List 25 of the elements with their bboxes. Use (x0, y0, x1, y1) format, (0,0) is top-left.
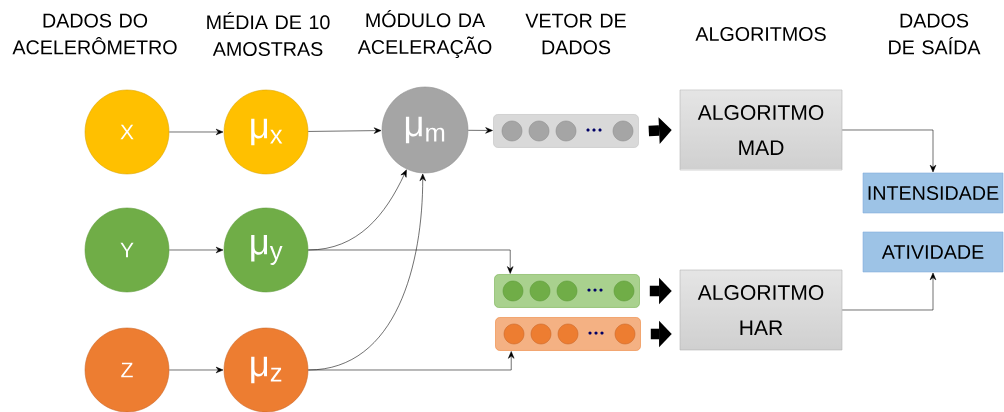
arrow (308, 249, 514, 274)
arrow (169, 128, 224, 136)
column-heading: MÉDIA DE 10 AMOSTRAS (207, 12, 330, 56)
data-vector-bar (494, 274, 640, 308)
arrow (308, 127, 382, 134)
column-heading: ALGORITMOS (695, 27, 826, 41)
data-vector-bar (495, 317, 641, 351)
column-heading: DADOS DE SAÍDA (889, 13, 981, 55)
algorithm-box: ALGORITMO MAD (679, 89, 843, 171)
data-vector-bar (493, 114, 639, 148)
column-heading: DADOS DO ACELERÔMETRO (12, 13, 177, 55)
arrow (308, 351, 515, 371)
arrow (842, 129, 937, 173)
column-heading: VETOR DE DADOS (525, 13, 626, 55)
arrow (169, 246, 224, 254)
column-heading: MÓDULO DA ACELERAÇÃO (357, 10, 492, 58)
block-arrow (648, 117, 672, 144)
arrow (169, 366, 224, 374)
arrow (842, 272, 937, 311)
output-box: INTENSIDADE (862, 172, 1004, 214)
block-arrow (650, 320, 672, 348)
algorithm-box: ALGORITMO HAR (679, 269, 843, 351)
block-arrow (649, 277, 672, 305)
output-box: ATIVIDADE (862, 231, 1004, 273)
arrow (468, 127, 493, 134)
